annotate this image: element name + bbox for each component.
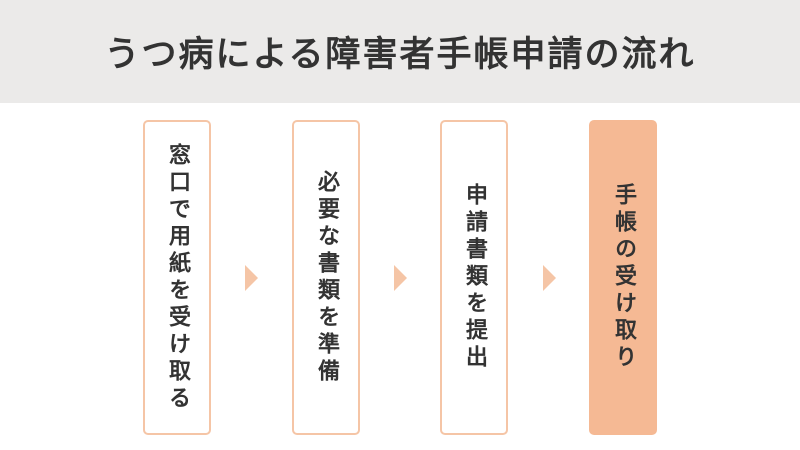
arrow-right-icon: [245, 265, 258, 291]
step-1-box: 窓口で用紙を受け取る: [143, 120, 211, 435]
step-3-box: 申請書類を提出: [440, 120, 508, 435]
step-4-box: 手帳の受け取り: [589, 120, 657, 435]
arrow-right-icon: [543, 265, 556, 291]
step-2-box: 必要な書類を準備: [292, 120, 360, 435]
step-3-label: 申請書類を提出: [462, 183, 487, 372]
header-banner: うつ病による障害者手帳申請の流れ: [0, 0, 800, 103]
arrow-right-icon: [394, 265, 407, 291]
step-2-label: 必要な書類を準備: [314, 169, 339, 386]
page-title: うつ病による障害者手帳申請の流れ: [104, 35, 696, 75]
step-1-label: 窓口で用紙を受け取る: [165, 142, 190, 413]
step-4-label: 手帳の受け取り: [611, 183, 636, 372]
